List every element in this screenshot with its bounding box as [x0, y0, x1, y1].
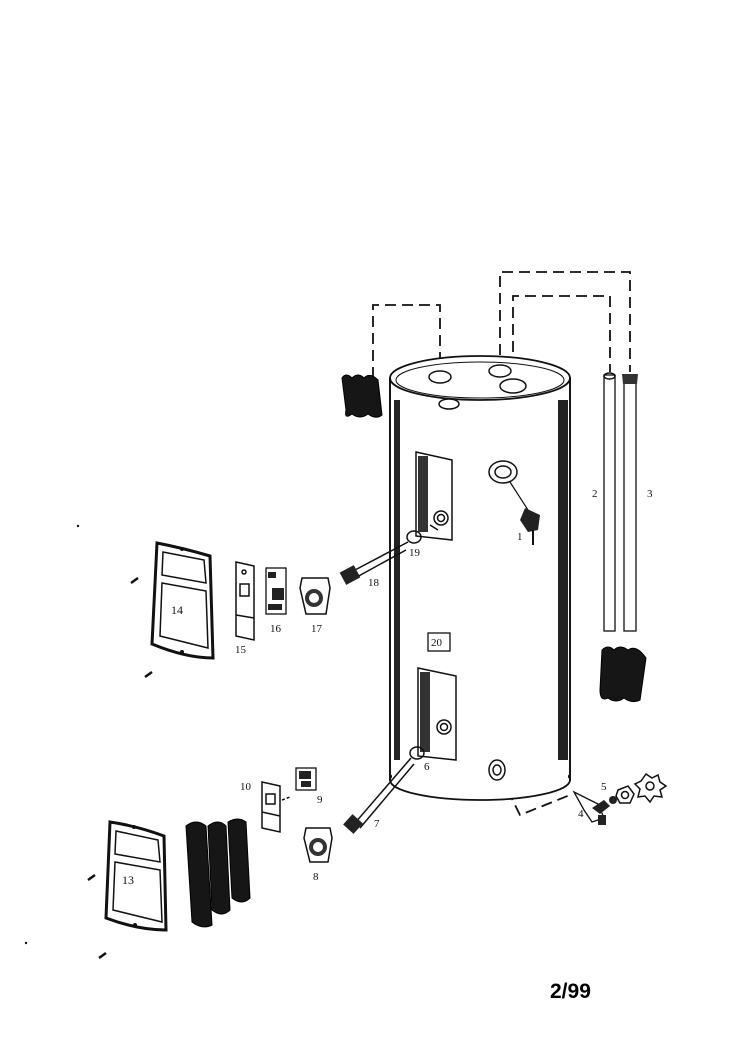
part-label-6: 6 [424, 761, 430, 773]
upper-terminal-cover [235, 561, 255, 641]
part-label-17: 17 [311, 623, 323, 635]
lower-cover-screw-upper [87, 873, 96, 882]
lower-thermostat-bracket [303, 827, 333, 863]
part-label-9: 9 [317, 794, 323, 806]
part-label-10: 10 [240, 781, 252, 793]
part-label-16: 16 [270, 623, 282, 635]
anode-rod [622, 374, 638, 632]
upper-thermostat [265, 567, 287, 615]
upper-element-gasket [406, 530, 422, 544]
upper-access-opening [415, 451, 453, 541]
lower-cover-screw-lower [98, 951, 107, 960]
upper-access-cover [150, 541, 215, 660]
part-label-20: 20 [431, 637, 443, 649]
stray-dot [76, 524, 80, 528]
part-label-8: 8 [313, 871, 319, 883]
part-label-3: 3 [647, 488, 653, 500]
drain-valve-hardware [609, 772, 668, 804]
upper-heating-element [339, 541, 409, 585]
part-label-1: 1 [517, 531, 523, 543]
dashed-connectors [372, 271, 631, 817]
insulation-piece-right [599, 646, 647, 703]
lower-access-opening [417, 667, 457, 761]
lower-element-gasket [409, 746, 425, 760]
part-label-2: 2 [592, 488, 598, 500]
lower-access-cover [104, 820, 168, 932]
part-label-14: 14 [171, 603, 183, 617]
rating-plate [427, 632, 451, 652]
dip-tube [603, 372, 616, 632]
insulation-piece-top [341, 374, 383, 418]
lower-terminal-cover [261, 781, 291, 833]
part-label-7: 7 [374, 818, 380, 830]
part-label-19: 19 [409, 547, 421, 559]
part-label-18: 18 [368, 577, 380, 589]
temperature-pressure-valve [488, 460, 540, 545]
date-code: 2/99 [550, 980, 591, 1003]
cover-screw-upper [130, 576, 139, 585]
stray-dot [24, 941, 28, 945]
lower-heating-element [343, 757, 415, 834]
drain-valve [572, 790, 610, 825]
part-label-5: 5 [601, 781, 607, 793]
insulation-blanket-lower [185, 818, 251, 928]
upper-thermostat-bracket [299, 577, 331, 615]
tank [389, 355, 571, 801]
part-label-15: 15 [235, 644, 247, 656]
part-label-13: 13 [122, 873, 134, 887]
part-label-4: 4 [578, 808, 584, 820]
drain-opening [488, 759, 506, 781]
cover-screw-lower [144, 670, 153, 679]
lower-thermostat [295, 767, 317, 791]
